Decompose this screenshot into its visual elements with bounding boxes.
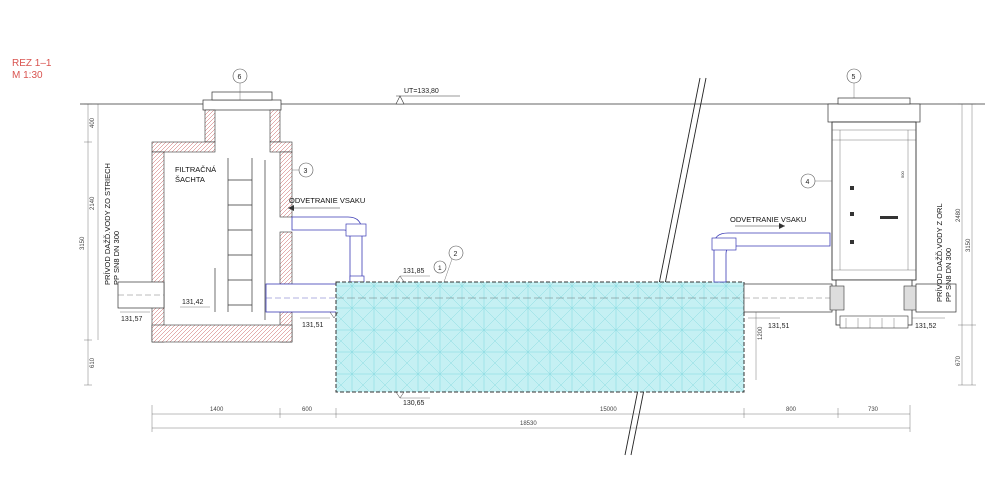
left-dimensions: 400 2140 3150 610 bbox=[80, 103, 99, 386]
dim-h-1: 1400 bbox=[210, 407, 224, 413]
vent-right-label: ODVETRANIE VSAKU bbox=[730, 215, 806, 224]
horizontal-dimensions: 1400 600 15000 800 730 18530 bbox=[151, 405, 911, 432]
ground-level-marker: UT=133,80 bbox=[395, 88, 460, 105]
dim-h-2: 600 bbox=[302, 407, 313, 413]
dim-left-1: 400 bbox=[90, 117, 96, 128]
callout-4-label: 4 bbox=[806, 179, 810, 186]
dim-right-1: 2480 bbox=[956, 208, 962, 222]
inflow-left-line1: PRÍVOD DAŽĎ.VODY ZO STRIECH bbox=[103, 163, 112, 285]
level-right-out: 131,52 bbox=[915, 323, 937, 330]
ground-level-label: UT=133,80 bbox=[404, 88, 439, 95]
left-pipe-levels: 131,57 131,42 bbox=[120, 299, 210, 323]
right-out-level: 131,52 bbox=[912, 317, 945, 330]
dim-h-6: 18530 bbox=[520, 421, 537, 427]
callout-1-label: 1 bbox=[438, 265, 442, 272]
level-tank-in: 131,51 bbox=[302, 322, 324, 329]
level-left-pipe-invert: 131,42 bbox=[182, 299, 204, 306]
inflow-left-line2: PP SN8 DN 300 bbox=[112, 231, 121, 285]
dim-h-4: 800 bbox=[786, 407, 797, 413]
callout-4: 4 bbox=[800, 173, 832, 189]
dim-left-2: 2140 bbox=[90, 196, 96, 210]
dim-right-4: 1200 bbox=[758, 326, 764, 340]
filter-shaft-label-1: FILTRAČNÁ bbox=[175, 165, 216, 174]
vent-pipe-right: ODVETRANIE VSAKU bbox=[711, 215, 831, 283]
break-line-2 bbox=[630, 77, 707, 456]
callout-5-label: 5 bbox=[852, 74, 856, 81]
inflow-right-line1: PRÍVOD DAŽĎ.VODY Z ORL bbox=[935, 203, 944, 302]
filter-shaft: FILTRAČNÁ ŠACHTA bbox=[151, 91, 293, 343]
scale-label: M 1:30 bbox=[12, 70, 43, 81]
callout-2: 2 bbox=[443, 245, 464, 283]
level-tank-bottom: 130,65 bbox=[403, 400, 425, 407]
callout-1: 1 bbox=[433, 260, 447, 274]
callout-3-label: 3 bbox=[304, 168, 308, 175]
callout-6: 6 bbox=[232, 68, 248, 100]
filter-shaft-label-2: ŠACHTA bbox=[175, 175, 205, 184]
vent-left-label: ODVETRANIE VSAKU bbox=[289, 196, 365, 205]
dim-h-3: 15000 bbox=[600, 407, 617, 413]
unit-label: 500 bbox=[900, 171, 905, 178]
infiltration-tank bbox=[335, 281, 745, 393]
section-title: REZ 1–1 bbox=[12, 58, 52, 69]
tank-bottom-level: 130,65 bbox=[395, 391, 430, 407]
callout-5: 5 bbox=[846, 68, 862, 98]
vent-pipe-left: ODVETRANIE VSAKU bbox=[288, 196, 367, 283]
inflow-pipe-right bbox=[915, 283, 957, 313]
dim-right-2: 3150 bbox=[966, 238, 972, 252]
right-in-level: 131,51 bbox=[748, 317, 790, 330]
right-shaft: 500 bbox=[827, 97, 921, 329]
callout-2-label: 2 bbox=[454, 251, 458, 258]
right-dimensions: 2480 3150 670 1200 bbox=[755, 103, 976, 386]
dim-h-5: 730 bbox=[868, 407, 879, 413]
inflow-right-line2: PP SN8 DN 300 bbox=[944, 248, 953, 302]
level-tank-top: 131,85 bbox=[403, 268, 425, 275]
level-left-pipe-bottom: 131,57 bbox=[121, 316, 143, 323]
dim-right-3: 670 bbox=[956, 355, 962, 366]
tank-in-level: 131,51 bbox=[300, 311, 339, 329]
dim-left-3: 3150 bbox=[80, 236, 86, 250]
callout-3: 3 bbox=[292, 162, 314, 178]
dim-left-4: 610 bbox=[90, 357, 96, 368]
level-right-in: 131,51 bbox=[768, 323, 790, 330]
callout-6-label: 6 bbox=[238, 74, 242, 81]
tank-top-level: 131,85 bbox=[395, 268, 430, 283]
break-line-1 bbox=[624, 77, 701, 456]
